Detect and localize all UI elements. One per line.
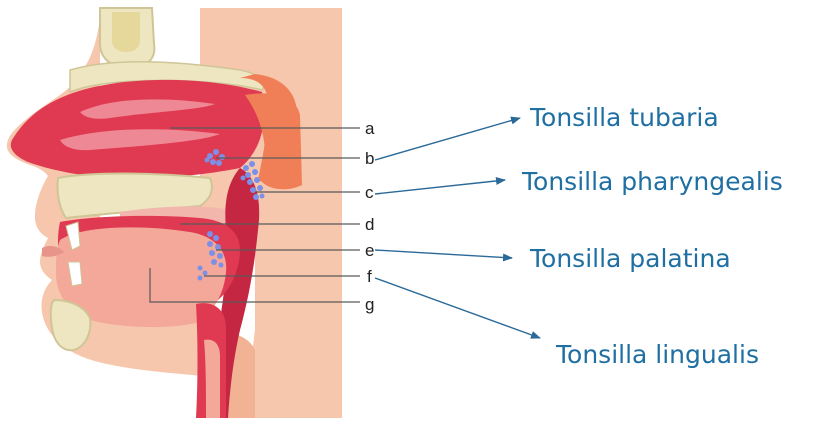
lower-tooth (67, 261, 83, 287)
upper-tooth (65, 221, 81, 251)
arrow-pharyngealis (374, 176, 506, 195)
arrow-palatina (374, 249, 513, 262)
mandible (49, 298, 92, 352)
label-a: a (365, 119, 375, 138)
head-sagittal-section (6, 7, 342, 418)
term-tonsilla-palatina: Tonsilla palatina (529, 244, 731, 273)
arrow-tubaria (374, 116, 521, 161)
label-f: f (367, 267, 372, 286)
leader-line-g (149, 268, 360, 303)
tonsil-lingualis-cluster (197, 265, 208, 281)
arrow-lingualis (374, 277, 541, 339)
trachea-inner (204, 339, 220, 418)
nasal-cavity (10, 79, 265, 179)
cranial-base-bone (69, 61, 265, 94)
nasal-concha-upper (80, 99, 215, 119)
lips (42, 245, 64, 257)
tonsil-palatina-cluster (207, 231, 224, 268)
letter-labels: a b c d e f g (365, 119, 375, 314)
term-tonsilla-tubaria: Tonsilla tubaria (529, 103, 719, 132)
term-tonsilla-pharyngealis: Tonsilla pharyngealis (521, 167, 783, 196)
nasal-concha-middle (60, 129, 220, 151)
label-e: e (365, 241, 374, 260)
term-tonsilla-lingualis: Tonsilla lingualis (555, 340, 759, 369)
term-labels: Tonsilla tubaria Tonsilla pharyngealis T… (521, 103, 783, 369)
leader-lines (149, 127, 360, 303)
skull-bone-inner (112, 12, 140, 52)
label-b: b (365, 149, 374, 168)
label-g: g (365, 295, 374, 314)
pointer-arrows (374, 116, 541, 339)
nasopharynx-shape (245, 93, 302, 190)
label-c: c (365, 183, 374, 202)
tonsil-pharyngealis-cluster (240, 161, 265, 200)
label-d: d (365, 215, 374, 234)
